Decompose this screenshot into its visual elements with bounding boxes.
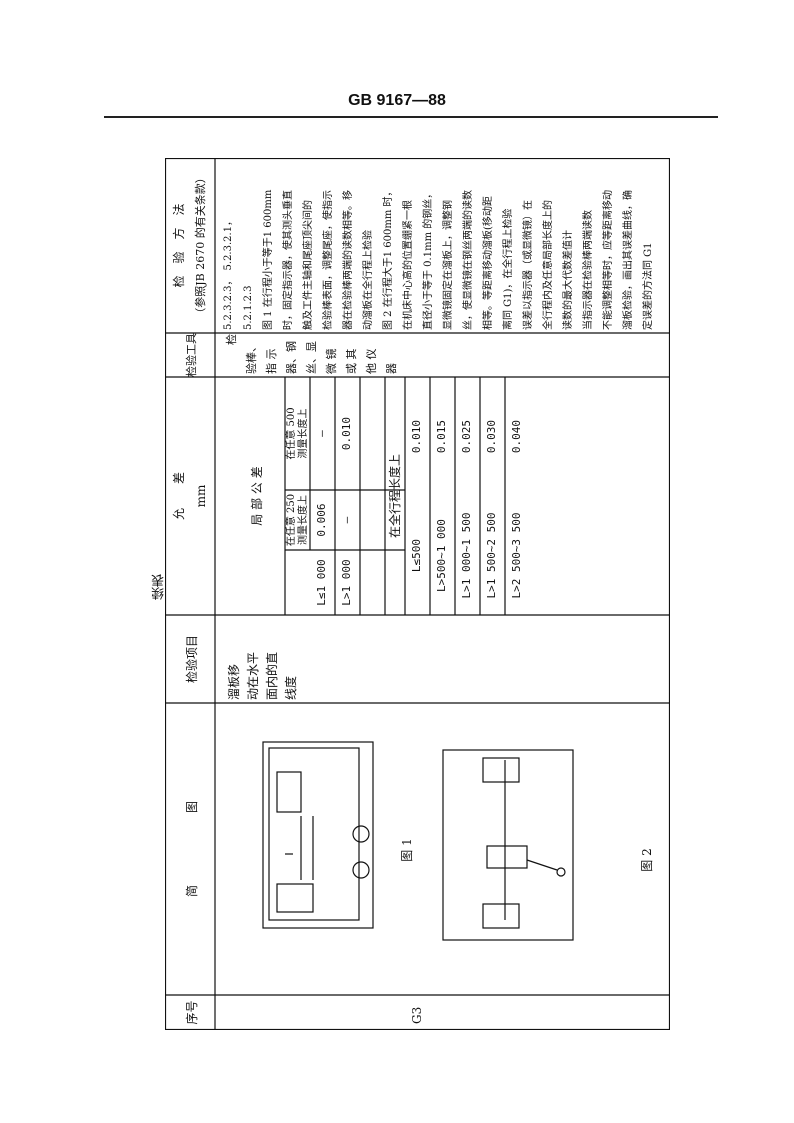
tool-line: 丝、显	[305, 341, 318, 374]
header-diagram: 简 图	[185, 801, 199, 898]
tool-line: 检	[225, 334, 238, 345]
method-line: 显微镜固定在溜板上，调整钢	[443, 200, 454, 330]
row-seq: G3	[410, 1006, 424, 1024]
method-line: 5.2.3.2.3， 5.2.3.2.1，	[223, 215, 234, 330]
method-line: 当指示器在检验棒两端读数	[583, 210, 594, 330]
value-full-2: 0.015	[435, 419, 448, 454]
range-1: L≤1 000	[315, 559, 328, 606]
table-canvas: 序号 简 图 检验项目 允 差 mm 检验工具 检 验 方 法 （参照JB 26…	[165, 158, 670, 1030]
header-method-ref: （参照JB 2670 的有关条款）	[194, 172, 207, 319]
header-rule	[104, 116, 718, 118]
method-line: 全行程内及任意局部长度上的	[543, 200, 554, 330]
range-full-5: L>2 500~3 500	[510, 512, 523, 599]
range-full-1: L≤500	[410, 538, 423, 573]
value-250-1: 0.006	[315, 503, 328, 537]
header-seq: 序号	[185, 1000, 199, 1025]
table-grid	[165, 158, 670, 1030]
tool-line: 指 示	[265, 348, 278, 375]
tool-line: 器	[385, 363, 398, 374]
range-full-2: L>500~1 000	[435, 519, 448, 592]
method-line: 离同 G1)，在全行程上检验	[503, 208, 514, 330]
value-full-1: 0.010	[410, 419, 423, 454]
figure-2-caption: 图 2	[640, 848, 654, 872]
standard-code: GB 9167—88	[348, 92, 446, 109]
value-full-5: 0.040	[510, 419, 523, 454]
check-item-line: 线度	[284, 675, 298, 700]
method-line: 定误差的方法同 G1	[643, 242, 654, 330]
method-line: 丝，使显微镜在钢丝两端的读数	[463, 190, 474, 330]
method-line: 5.2.1.2.3	[243, 285, 254, 330]
method-line: 图 1 在行程小于等于1 600mm	[263, 189, 274, 330]
range-full-3: L>1 000~1 500	[460, 512, 473, 599]
method-line: 时，固定指示器，使其测头垂直	[283, 190, 294, 330]
tool-line: 微 镜	[325, 348, 338, 375]
full-travel-label: 在全行程长度上	[388, 454, 402, 539]
tool-line: 验棒、	[245, 341, 258, 374]
method-line: 读数的最大代数差值计	[563, 230, 574, 330]
header-tolerance: 允 差	[172, 472, 186, 521]
header-method: 检 验 方 法	[172, 203, 186, 288]
figure-2-drawing	[442, 749, 574, 941]
method-line: 误差以指示器（或显微镜）在	[523, 200, 534, 330]
method-line: 相等。等距离移动溜板(移动距	[483, 196, 494, 330]
tool-line: 器、钢	[285, 341, 298, 374]
check-item-line: 溜板移	[227, 663, 241, 700]
range-full-4: L>1 500~2 500	[485, 512, 498, 599]
figure-1-drawing	[262, 741, 374, 929]
local-tolerance-label: 局 部 公 差	[250, 466, 264, 526]
value-500-2: 0.010	[340, 416, 353, 451]
method-line: 不能调整相等时，应等距离移动	[603, 190, 614, 330]
value-full-4: 0.030	[485, 419, 498, 454]
check-item-line: 动在水平	[246, 651, 260, 700]
method-line: 动溜板在全行程上检验	[363, 230, 374, 330]
header-tool: 检验工具	[185, 333, 198, 377]
method-line: 溜板检验，画出其误差曲线，确	[623, 190, 634, 330]
value-500-1: —	[315, 430, 328, 437]
method-line: 触及工件主轴和尾座顶尖间的	[303, 200, 314, 330]
header-unit: mm	[194, 484, 208, 508]
method-line: 器在检验棒两端的读数相等。移	[343, 190, 354, 330]
check-item-line: 面内的直	[265, 651, 279, 700]
method-line: 检验棒表面，调整尾座，使指示	[323, 190, 334, 330]
method-line: 直径小于等于 0.1mm 的钢丝，	[423, 188, 434, 330]
header-item: 检验项目	[185, 635, 199, 684]
tool-line: 或 其	[345, 348, 358, 375]
tool-line: 他 仪	[365, 348, 378, 375]
figure-1-caption: 图 1	[400, 838, 414, 862]
method-line: 在机床中心高的位置绷紧一根	[403, 200, 414, 330]
tool-list: 检 验棒、 指 示 器、钢 丝、显 微 镜 或 其 他 仪 器	[223, 334, 403, 374]
range-2: L>1 000	[340, 559, 353, 606]
value-full-3: 0.025	[460, 419, 473, 454]
len250-line2: 测量长度上	[298, 495, 309, 545]
method-text: 5.2.3.2.3， 5.2.3.2.1， 5.2.1.2.3 图 1 在行程小…	[219, 160, 659, 331]
value-250-2: —	[340, 516, 353, 524]
len500-line2: 测量长度上	[298, 408, 309, 459]
rotated-table: 序号 简 图 检验项目 允 差 mm 检验工具 检 验 方 法 （参照JB 26…	[165, 158, 670, 1030]
method-line: 图 2 在行程大于1 600mm 时，	[383, 186, 394, 331]
